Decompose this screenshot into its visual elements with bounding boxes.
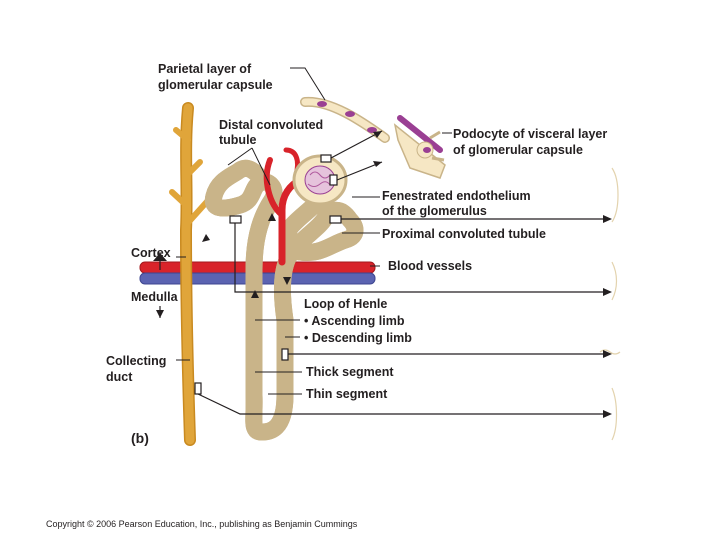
podocyte-detail (393, 115, 446, 179)
glomerular-capsule (292, 154, 348, 206)
loop-of-henle-label: Loop of Henle (304, 297, 387, 311)
descending-limb-label: • Descending limb (304, 331, 412, 345)
blood-vessels-label: Blood vessels (388, 259, 472, 273)
copyright-notice: Copyright © 2006 Pearson Education, Inc.… (46, 519, 358, 529)
ascending-limb-label: • Ascending limb (304, 314, 405, 328)
cortex-label: Cortex (131, 246, 171, 260)
panel-label: (b) (131, 430, 149, 446)
arrowheads (153, 131, 612, 418)
section-arrows (194, 130, 605, 415)
pointer-lines (176, 67, 452, 395)
nephron-tubule (213, 168, 355, 432)
thin-segment-label: Thin segment (306, 387, 388, 401)
medulla-label: Medulla (131, 290, 179, 304)
thick-segment-label: Thick segment (306, 365, 394, 379)
collecting-duct (169, 102, 215, 446)
section-views (599, 167, 621, 441)
proximal-tubule-label: Proximal convoluted tubule (382, 227, 546, 241)
